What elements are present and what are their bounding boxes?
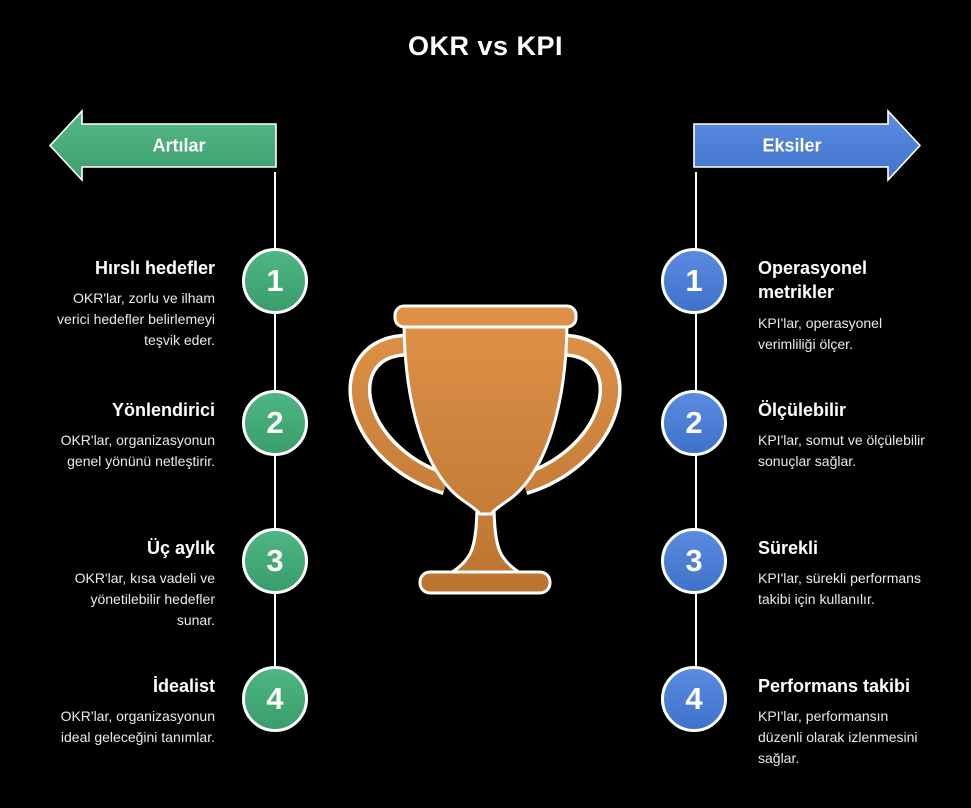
- pros-banner-label: Artılar: [152, 135, 206, 155]
- cons-item-2: Ölçülebilir KPI'lar, somut ve ölçülebili…: [758, 398, 930, 472]
- cons-item-4: Performans takibi KPI'lar, performansın …: [758, 674, 930, 769]
- left-arrow-icon: [48, 109, 277, 182]
- item-heading: Operasyonel metrikler: [758, 258, 868, 303]
- item-body: OKR'lar, organizasyonun ideal geleceğini…: [60, 708, 215, 746]
- pros-step-circle-2: 2: [242, 390, 308, 456]
- cons-item-1: Operasyonel metrikler KPI'lar, operasyon…: [758, 256, 930, 355]
- item-body: KPI'lar, operasyonel verimliliği ölçer.: [758, 314, 883, 352]
- cons-banner-label: Eksiler: [762, 135, 822, 155]
- pros-item-2: Yönlendirici OKR'lar, organizasyonun gen…: [50, 398, 215, 472]
- step-number: 1: [685, 263, 703, 298]
- item-heading: İdealist: [152, 676, 215, 696]
- pros-banner: Artılar: [48, 109, 278, 182]
- page-title: OKR vs KPI: [407, 31, 564, 61]
- item-body: KPI'lar, performansın düzenli olarak izl…: [758, 708, 918, 767]
- step-number: 4: [266, 681, 284, 716]
- item-body: OKR'lar, zorlu ve ilham verici hedefler …: [57, 290, 215, 349]
- item-body: OKR'lar, kısa vadeli ve yönetilebilir he…: [74, 570, 215, 629]
- cons-step-circle-2: 2: [661, 390, 727, 456]
- item-heading: Yönlendirici: [111, 400, 215, 420]
- item-heading: Ölçülebilir: [758, 400, 847, 420]
- item-heading: Performans takibi: [758, 676, 911, 696]
- cons-banner: Eksiler: [692, 109, 922, 182]
- item-heading: Sürekli: [758, 538, 819, 558]
- trophy-icon: [348, 304, 622, 595]
- step-number: 1: [266, 263, 284, 298]
- pros-step-circle-3: 3: [242, 528, 308, 594]
- pros-step-circle-4: 4: [242, 666, 308, 732]
- right-arrow-icon: [693, 109, 922, 182]
- pros-item-4: İdealist OKR'lar, organizasyonun ideal g…: [50, 674, 215, 748]
- pros-item-3: Üç aylık OKR'lar, kısa vadeli ve yönetil…: [50, 536, 215, 631]
- item-heading: Üç aylık: [146, 538, 215, 558]
- step-number: 2: [685, 405, 703, 440]
- item-body: OKR'lar, organizasyonun genel yönünü net…: [60, 432, 215, 470]
- cons-step-circle-1: 1: [661, 248, 727, 314]
- item-body: KPI'lar, somut ve ölçülebilir sonuçlar s…: [758, 432, 925, 470]
- cons-step-circle-3: 3: [661, 528, 727, 594]
- pros-item-1: Hırslı hedefler OKR'lar, zorlu ve ilham …: [50, 256, 215, 351]
- step-number: 4: [685, 681, 703, 716]
- cons-item-3: Sürekli KPI'lar, sürekli performans taki…: [758, 536, 930, 610]
- cons-step-circle-4: 4: [661, 666, 727, 732]
- step-number: 2: [266, 405, 284, 440]
- item-heading: Hırslı hedefler: [94, 258, 215, 278]
- step-number: 3: [266, 543, 284, 578]
- pros-step-circle-1: 1: [242, 248, 308, 314]
- item-body: KPI'lar, sürekli performans takibi için …: [758, 570, 921, 608]
- step-number: 3: [685, 543, 703, 578]
